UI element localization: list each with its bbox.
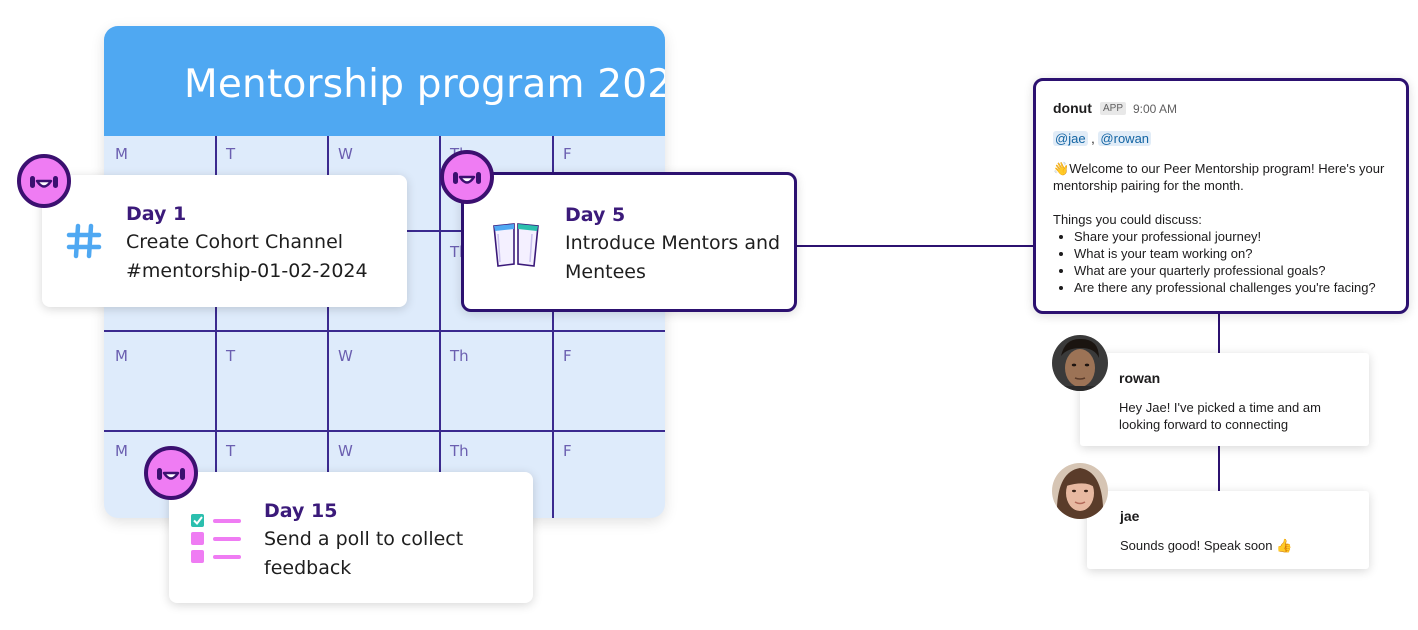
reply-card-jae: jae Sounds good! Speak soon 👍 <box>1087 491 1369 569</box>
donut-bot-icon <box>440 150 494 204</box>
connector-line <box>1218 310 1220 354</box>
grid-line <box>104 430 665 432</box>
checklist-icon <box>191 514 241 563</box>
day-label: Day 5 <box>565 204 626 226</box>
weekday-label: M <box>115 145 128 163</box>
donut-message-card: donut APP 9:00 AM @jae , @rowan 👋Welcome… <box>1033 78 1409 314</box>
topic-item: What are your quarterly professional goa… <box>1074 262 1403 279</box>
connector-line <box>1218 446 1220 492</box>
weekday-label: Th <box>450 442 469 460</box>
discuss-intro: Things you could discuss: <box>1053 212 1202 227</box>
mention-separator: , <box>1091 131 1095 146</box>
welcome-body: Welcome to our Peer Mentorship program! … <box>1053 161 1385 193</box>
calendar-title: Mentorship program 2024 <box>184 62 665 107</box>
day-label: Day 1 <box>126 203 187 225</box>
weekday-label: Th <box>450 347 469 365</box>
jae-avatar[interactable] <box>1051 462 1109 520</box>
topic-item: What is your team working on? <box>1074 245 1403 262</box>
weekday-label: M <box>115 442 128 460</box>
card-line: Mentees <box>565 261 646 283</box>
calendar-header: Mentorship program 2024 <box>104 26 665 136</box>
mentions-line: @jae , @rowan <box>1053 130 1152 147</box>
card-line: Send a poll to collect <box>264 528 464 550</box>
weekday-label: W <box>338 442 353 460</box>
reply-author[interactable]: rowan <box>1119 370 1161 386</box>
donut-bot-icon <box>144 446 198 500</box>
connector-line <box>793 245 1035 247</box>
topic-item: Are there any professional challenges yo… <box>1074 279 1403 296</box>
reply-text: Sounds good! Speak soon 👍 <box>1120 538 1293 553</box>
reply-text: Hey Jae! I've picked a time and am looki… <box>1119 400 1321 432</box>
grid-line <box>552 136 554 518</box>
app-badge: APP <box>1100 102 1127 115</box>
books-icon <box>493 223 539 267</box>
grid-line <box>439 136 441 518</box>
reply-card-rowan: rowan Hey Jae! I've picked a time and am… <box>1080 353 1369 446</box>
weekday-label: T <box>226 347 236 365</box>
mention-jae[interactable]: @jae <box>1053 131 1088 146</box>
sender-name[interactable]: donut <box>1053 100 1092 116</box>
day15-card[interactable]: Day 15 Send a poll to collect feedback <box>169 472 533 603</box>
rowan-avatar[interactable] <box>1051 334 1109 392</box>
weekday-label: F <box>563 442 572 460</box>
donut-bot-icon <box>17 154 71 208</box>
day-label: Day 15 <box>264 500 338 522</box>
day5-card[interactable]: Day 5 Introduce Mentors and Mentees <box>461 172 797 312</box>
card-line: feedback <box>264 557 352 579</box>
card-line: #mentorship-01-02-2024 <box>126 260 368 282</box>
card-line: Introduce Mentors and <box>565 232 781 254</box>
weekday-label: M <box>115 347 128 365</box>
weekday-label: W <box>338 347 353 365</box>
wave-emoji-icon: 👋 <box>1053 161 1070 176</box>
weekday-label: F <box>563 145 572 163</box>
card-line: Create Cohort Channel <box>126 231 344 253</box>
reply-author[interactable]: jae <box>1120 508 1140 524</box>
weekday-label: T <box>226 145 236 163</box>
grid-line <box>215 136 217 518</box>
weekday-label: T <box>226 442 236 460</box>
message-time[interactable]: 9:00 AM <box>1133 102 1178 116</box>
grid-line <box>104 330 665 332</box>
day1-card[interactable]: Day 1 Create Cohort Channel #mentorship-… <box>42 175 407 307</box>
weekday-label: F <box>563 347 572 365</box>
topics-list: Share your professional journey! What is… <box>1053 228 1403 296</box>
grid-line <box>327 136 329 518</box>
hash-icon <box>66 223 102 259</box>
mention-rowan[interactable]: @rowan <box>1098 131 1152 146</box>
welcome-text: 👋Welcome to our Peer Mentorship program!… <box>1053 160 1393 194</box>
weekday-label: W <box>338 145 353 163</box>
topic-item: Share your professional journey! <box>1074 228 1403 245</box>
